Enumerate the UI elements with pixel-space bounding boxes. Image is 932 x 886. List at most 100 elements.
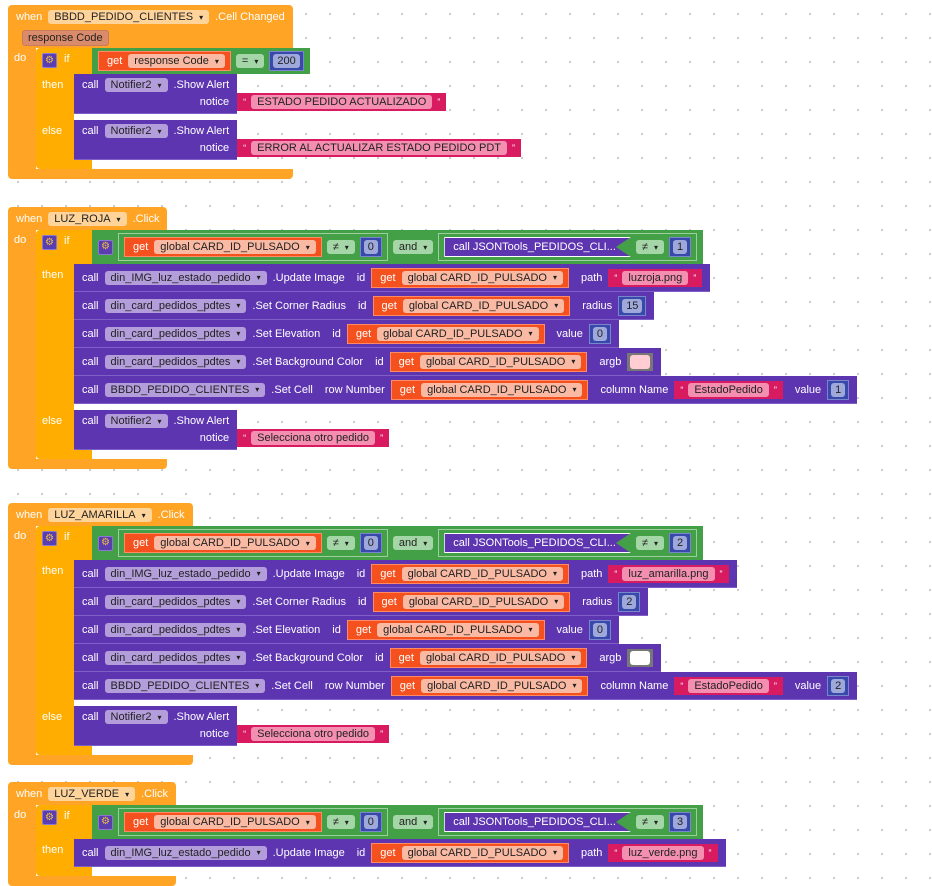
text-value[interactable]: Selecciona otro pedido (251, 431, 376, 445)
variable-dropdown[interactable]: global CARD_ID_PULSADO▾ (377, 622, 539, 637)
gear-icon[interactable]: ⚙ (98, 814, 113, 830)
operator-dropdown[interactable]: ≠▾ (326, 536, 355, 550)
text-block[interactable]: “ESTADO PEDIDO ACTUALIZADO” (237, 93, 447, 111)
number-block[interactable]: 2 (618, 591, 641, 612)
number-value[interactable]: 2 (831, 678, 846, 693)
compare-block[interactable]: call JSONTools_PEDIDOS_CLI...≠▾1 (438, 233, 698, 261)
number-value[interactable]: 1 (831, 382, 846, 397)
variable-dropdown[interactable]: global CARD_ID_PULSADO▾ (402, 298, 565, 313)
number-block[interactable]: 2 (668, 533, 692, 553)
text-block[interactable]: “ERROR AL ACTUALIZAR ESTADO PEDIDO PDT” (237, 139, 522, 157)
component-dropdown[interactable]: Notifier2▾ (104, 710, 168, 724)
variable-dropdown[interactable]: global CARD_ID_PULSADO▾ (421, 678, 583, 693)
color-block[interactable] (627, 352, 654, 371)
compare-block[interactable]: call JSONTools_PEDIDOS_CLI... ≠▾ 2 (438, 529, 698, 557)
collapsed-call-block[interactable]: call JSONTools_PEDIDOS_CLI... (444, 812, 631, 832)
variable-dropdown[interactable]: global CARD_ID_PULSADO▾ (154, 536, 316, 550)
text-value[interactable]: ERROR AL ACTUALIZAR ESTADO PEDIDO PDT (251, 141, 508, 155)
variable-dropdown[interactable]: global CARD_ID_PULSADO▾ (402, 594, 565, 609)
variable-dropdown[interactable]: global CARD_ID_PULSADO▾ (401, 566, 563, 581)
collapsed-call-block[interactable]: call JSONTools_PEDIDOS_CLI... (444, 237, 631, 257)
number-value[interactable]: 0 (592, 622, 607, 637)
text-value[interactable]: EstadoPedido (688, 382, 769, 397)
component-dropdown[interactable]: BBDD_PEDIDO_CLIENTES▾ (104, 678, 266, 693)
and-dropdown[interactable]: and▾ (392, 240, 434, 254)
component-dropdown[interactable]: din_card_pedidos_pdtes▾ (104, 650, 247, 665)
variable-dropdown[interactable]: global CARD_ID_PULSADO▾ (401, 845, 563, 860)
color-block[interactable] (627, 648, 654, 667)
operator-dropdown[interactable]: ≠▾ (635, 815, 664, 829)
and-dropdown[interactable]: and▾ (392, 815, 434, 829)
text-block[interactable]: “EstadoPedido” (674, 380, 783, 399)
number-value[interactable]: 0 (363, 815, 378, 829)
text-block[interactable]: “luz_verde.png” (608, 843, 718, 862)
gear-icon[interactable]: ⚙ (98, 239, 113, 255)
compare-block[interactable]: call JSONTools_PEDIDOS_CLI... ≠▾ 3 (438, 808, 698, 836)
component-dropdown[interactable]: din_IMG_luz_estado_pedido▾ (104, 566, 267, 581)
number-value[interactable]: 0 (363, 240, 378, 254)
variable-dropdown[interactable]: global CARD_ID_PULSADO▾ (154, 240, 316, 254)
number-block[interactable]: 0 (588, 323, 611, 344)
variable-dropdown[interactable]: global CARD_ID_PULSADO▾ (154, 815, 316, 829)
number-block[interactable]: 2 (827, 675, 850, 696)
event-component-dropdown[interactable]: BBDD_PEDIDO_CLIENTES▾ (48, 10, 210, 24)
text-block[interactable]: “EstadoPedido” (674, 676, 783, 695)
text-value[interactable]: luzroja.png (622, 270, 689, 285)
component-dropdown[interactable]: Notifier2▾ (104, 78, 168, 92)
text-value[interactable]: luz_amarilla.png (622, 566, 715, 581)
component-dropdown[interactable]: din_card_pedidos_pdtes▾ (104, 298, 247, 313)
operator-dropdown[interactable]: =▾ (235, 54, 265, 68)
component-dropdown[interactable]: din_card_pedidos_pdtes▾ (104, 354, 247, 369)
operator-dropdown[interactable]: ≠▾ (635, 536, 664, 550)
color-swatch[interactable] (630, 650, 651, 665)
text-value[interactable]: Selecciona otro pedido (251, 727, 376, 741)
text-value[interactable]: EstadoPedido (688, 678, 769, 693)
component-dropdown[interactable]: din_card_pedidos_pdtes▾ (104, 594, 247, 609)
number-block[interactable]: 15 (618, 295, 647, 316)
component-dropdown[interactable]: Notifier2▾ (104, 414, 168, 428)
number-block[interactable]: 1 (827, 379, 850, 400)
number-value[interactable]: 15 (622, 298, 643, 313)
variable-dropdown[interactable]: global CARD_ID_PULSADO▾ (401, 270, 563, 285)
number-value[interactable]: 1 (672, 240, 688, 254)
number-value[interactable]: 3 (672, 815, 688, 829)
if-gear-icon[interactable]: ⚙ (42, 53, 57, 68)
collapsed-call-block[interactable]: call JSONTools_PEDIDOS_CLI... (444, 533, 631, 553)
event-component-dropdown[interactable]: LUZ_VERDE▾ (48, 787, 136, 801)
